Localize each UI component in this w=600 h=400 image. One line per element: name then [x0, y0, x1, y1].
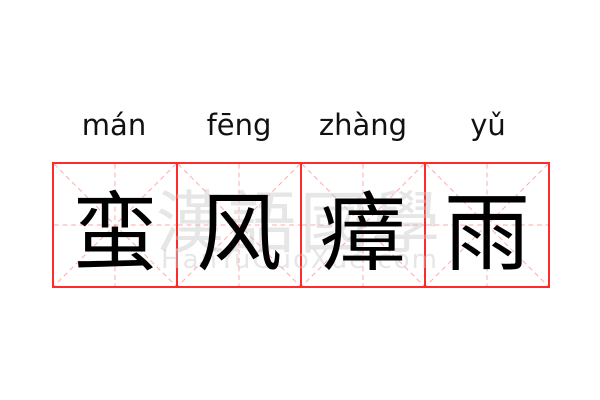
character-2: 风 — [196, 183, 282, 284]
guide-lines — [426, 164, 548, 286]
character-4: 雨 — [444, 183, 530, 284]
character-grid: 蛮 风 瘴 雨 — [52, 162, 550, 288]
pinyin-4: yǔ — [470, 108, 506, 142]
character-cell: 风 — [178, 164, 302, 286]
guide-lines — [302, 164, 424, 286]
pinyin-3: zhàng — [318, 108, 408, 142]
character-cell: 蛮 — [54, 164, 178, 286]
guide-lines — [178, 164, 300, 286]
pinyin-1: mán — [81, 108, 147, 142]
character-cell: 雨 — [426, 164, 548, 286]
guide-lines — [54, 164, 176, 286]
character-3: 瘴 — [320, 183, 406, 284]
pinyin-2: fēng — [206, 108, 272, 142]
character-1: 蛮 — [72, 183, 158, 284]
character-cell: 瘴 — [302, 164, 426, 286]
